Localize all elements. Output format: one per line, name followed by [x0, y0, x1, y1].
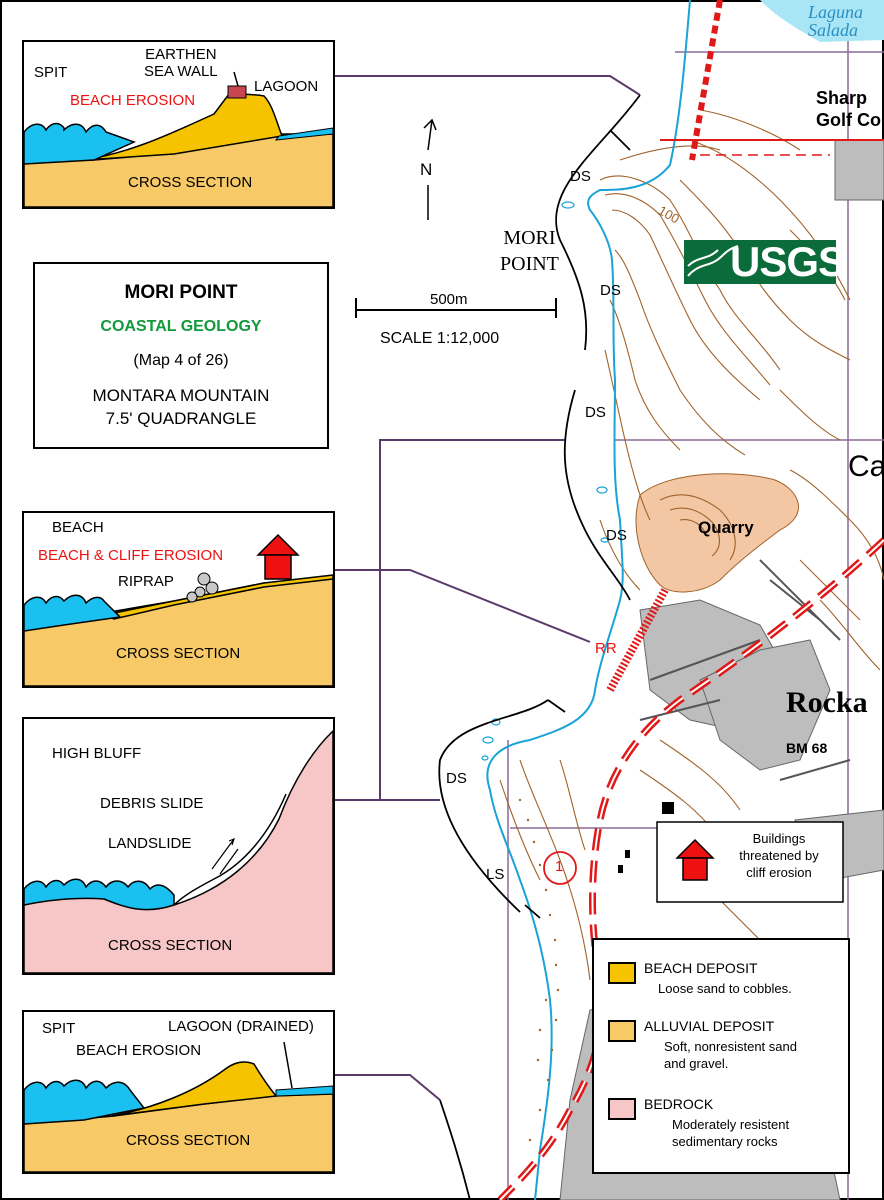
- legend-desc-beach-line-1: Loose sand to cobbles.: [658, 981, 792, 996]
- quadrangle-series: 7.5' QUADRANGLE: [105, 409, 257, 428]
- title-box: MORI POINT COASTAL GEOLOGY (Map 4 of 26)…: [33, 262, 329, 449]
- c-label: Ca: [848, 450, 884, 483]
- cross-section-drawing-3: [24, 729, 333, 973]
- p1-erosion-label: BEACH EROSION: [70, 92, 196, 109]
- scale-ratio: SCALE 1:12,000: [380, 330, 500, 347]
- cross-section-panel-3: HIGH BLUFF DEBRIS SLIDE LANDSLIDE CROSS …: [22, 717, 335, 975]
- ds-label-4: DS: [606, 527, 627, 544]
- cross-section-drawing-2: [24, 533, 333, 686]
- ds-label-5: DS: [446, 770, 467, 787]
- p1-section-label: CROSS SECTION: [128, 174, 253, 191]
- legend-desc-bedrock: Moderately resistent sedimentary rocks: [672, 1116, 789, 1150]
- ds-label-1: DS: [570, 168, 591, 185]
- p1-sea-wall-line-1: EARTHEN: [145, 46, 217, 63]
- usgs-logo: [684, 240, 836, 284]
- laguna-salada-label: Laguna Salada: [808, 3, 863, 39]
- buildings-note: Buildings threatened by cliff erosion: [657, 822, 843, 902]
- golf-text-1: Sharp: [816, 88, 868, 108]
- legend-desc-alluvial-line-2: and gravel.: [664, 1056, 729, 1071]
- p1-sea-wall-label: EARTHEN SEA WALL: [144, 46, 218, 80]
- callout-leaders: [333, 75, 641, 1101]
- p1-sea-wall-line-2: SEA WALL: [144, 63, 218, 80]
- salada-text: Salada: [808, 20, 859, 40]
- p2-erosion-label: BEACH & CLIFF EROSION: [38, 547, 224, 564]
- quarry-area: [635, 473, 799, 593]
- north-arrow: [423, 118, 437, 220]
- map-subtitle: COASTAL GEOLOGY: [100, 318, 262, 335]
- p1-lagoon-label: LAGOON: [254, 78, 319, 95]
- building-marker: [662, 802, 674, 814]
- ds-label-2: DS: [600, 282, 621, 299]
- scale-distance: 500m: [430, 291, 468, 308]
- legend-desc-beach: Loose sand to cobbles.: [658, 980, 792, 997]
- p4-lagoon-label: LAGOON (DRAINED): [168, 1018, 314, 1035]
- p2-section-label: CROSS SECTION: [116, 645, 241, 662]
- coastline: [486, 0, 691, 1200]
- cross-section-panel-4: SPIT LAGOON (DRAINED) BEACH EROSION CROS…: [22, 1010, 335, 1174]
- cross-section-drawing-1: [24, 71, 333, 207]
- riprap-hatch: [606, 588, 669, 692]
- buildings-note-line-3: cliff erosion: [746, 865, 812, 880]
- route-1-number: 1: [555, 858, 564, 875]
- rr-label: RR: [595, 640, 617, 657]
- p3-bluff-label: HIGH BLUFF: [52, 745, 142, 762]
- usgs-logo-text: USGS: [730, 238, 846, 285]
- laguna-salada-water: [760, 0, 884, 42]
- town-label: Rocka: [786, 686, 868, 719]
- legend-title-bedrock: BEDROCK: [644, 1096, 714, 1112]
- quadrangle-name: MONTARA MOUNTAIN: [92, 386, 270, 405]
- buildings-note-text: Buildings threatened by cliff erosion: [723, 830, 835, 881]
- legend-desc-alluvial: Soft, nonresistent sand and gravel.: [664, 1038, 797, 1072]
- quarry-label: Quarry: [698, 518, 754, 537]
- p2-beach-label: BEACH: [52, 519, 104, 536]
- cross-section-drawing-4: [24, 1041, 333, 1172]
- mori-point-label: MORI POINT: [500, 225, 559, 277]
- laguna-text: Laguna: [808, 2, 864, 22]
- house-icon: [675, 838, 715, 881]
- legend-swatch-alluvial: [608, 1020, 636, 1042]
- golf-text-2: Golf Co: [816, 110, 881, 130]
- cross-section-panel-1: SPIT EARTHEN SEA WALL LAGOON BEACH EROSI…: [22, 40, 335, 209]
- route-1-shield: [543, 851, 577, 885]
- point-text: POINT: [500, 253, 559, 275]
- p3-landslide-label: LANDSLIDE: [108, 835, 192, 852]
- golf-course-label: Sharp Golf Co: [816, 87, 881, 131]
- legend-box: BEACH DEPOSIT Loose sand to cobbles. ALL…: [592, 938, 850, 1174]
- mori-text: MORI: [503, 227, 556, 249]
- p4-erosion-label: BEACH EROSION: [76, 1042, 202, 1059]
- legend-title-alluvial: ALLUVIAL DEPOSIT: [644, 1018, 775, 1034]
- legend-desc-bedrock-line-1: Moderately resistent: [672, 1117, 790, 1132]
- p4-spit-label: SPIT: [42, 1020, 76, 1037]
- ls-label: LS: [486, 866, 505, 883]
- legend-desc-bedrock-line-2: sedimentary rocks: [672, 1134, 778, 1149]
- benchmark-label: BM 68: [786, 740, 828, 756]
- buildings-note-line-1: Buildings: [752, 831, 806, 846]
- legend-title-beach: BEACH DEPOSIT: [644, 960, 758, 976]
- map-number: (Map 4 of 26): [133, 352, 229, 369]
- contour-lines: [499, 109, 884, 981]
- scale-bar: [355, 298, 557, 318]
- p2-riprap-label: RIPRAP: [118, 573, 174, 590]
- ds-label-3: DS: [585, 404, 606, 421]
- p4-section-label: CROSS SECTION: [126, 1132, 251, 1149]
- legend-swatch-beach: [608, 962, 636, 984]
- p1-spit-label: SPIT: [34, 64, 68, 81]
- buildings-note-line-2: threatened by: [739, 848, 819, 863]
- cross-section-panel-2: BEACH BEACH & CLIFF EROSION RIPRAP CROSS…: [22, 511, 335, 688]
- north-label: N: [420, 160, 433, 179]
- p3-debris-label: DEBRIS SLIDE: [100, 795, 204, 812]
- beach-dots: [518, 798, 560, 1172]
- legend-desc-alluvial-line-1: Soft, nonresistent sand: [664, 1039, 797, 1054]
- p3-section-label: CROSS SECTION: [108, 937, 233, 954]
- boundary-dashed: [689, 0, 723, 161]
- legend-swatch-bedrock: [608, 1098, 636, 1120]
- offshore-rocks: [481, 201, 610, 761]
- map-title: MORI POINT: [124, 282, 238, 303]
- callout-arcs: [438, 94, 641, 1200]
